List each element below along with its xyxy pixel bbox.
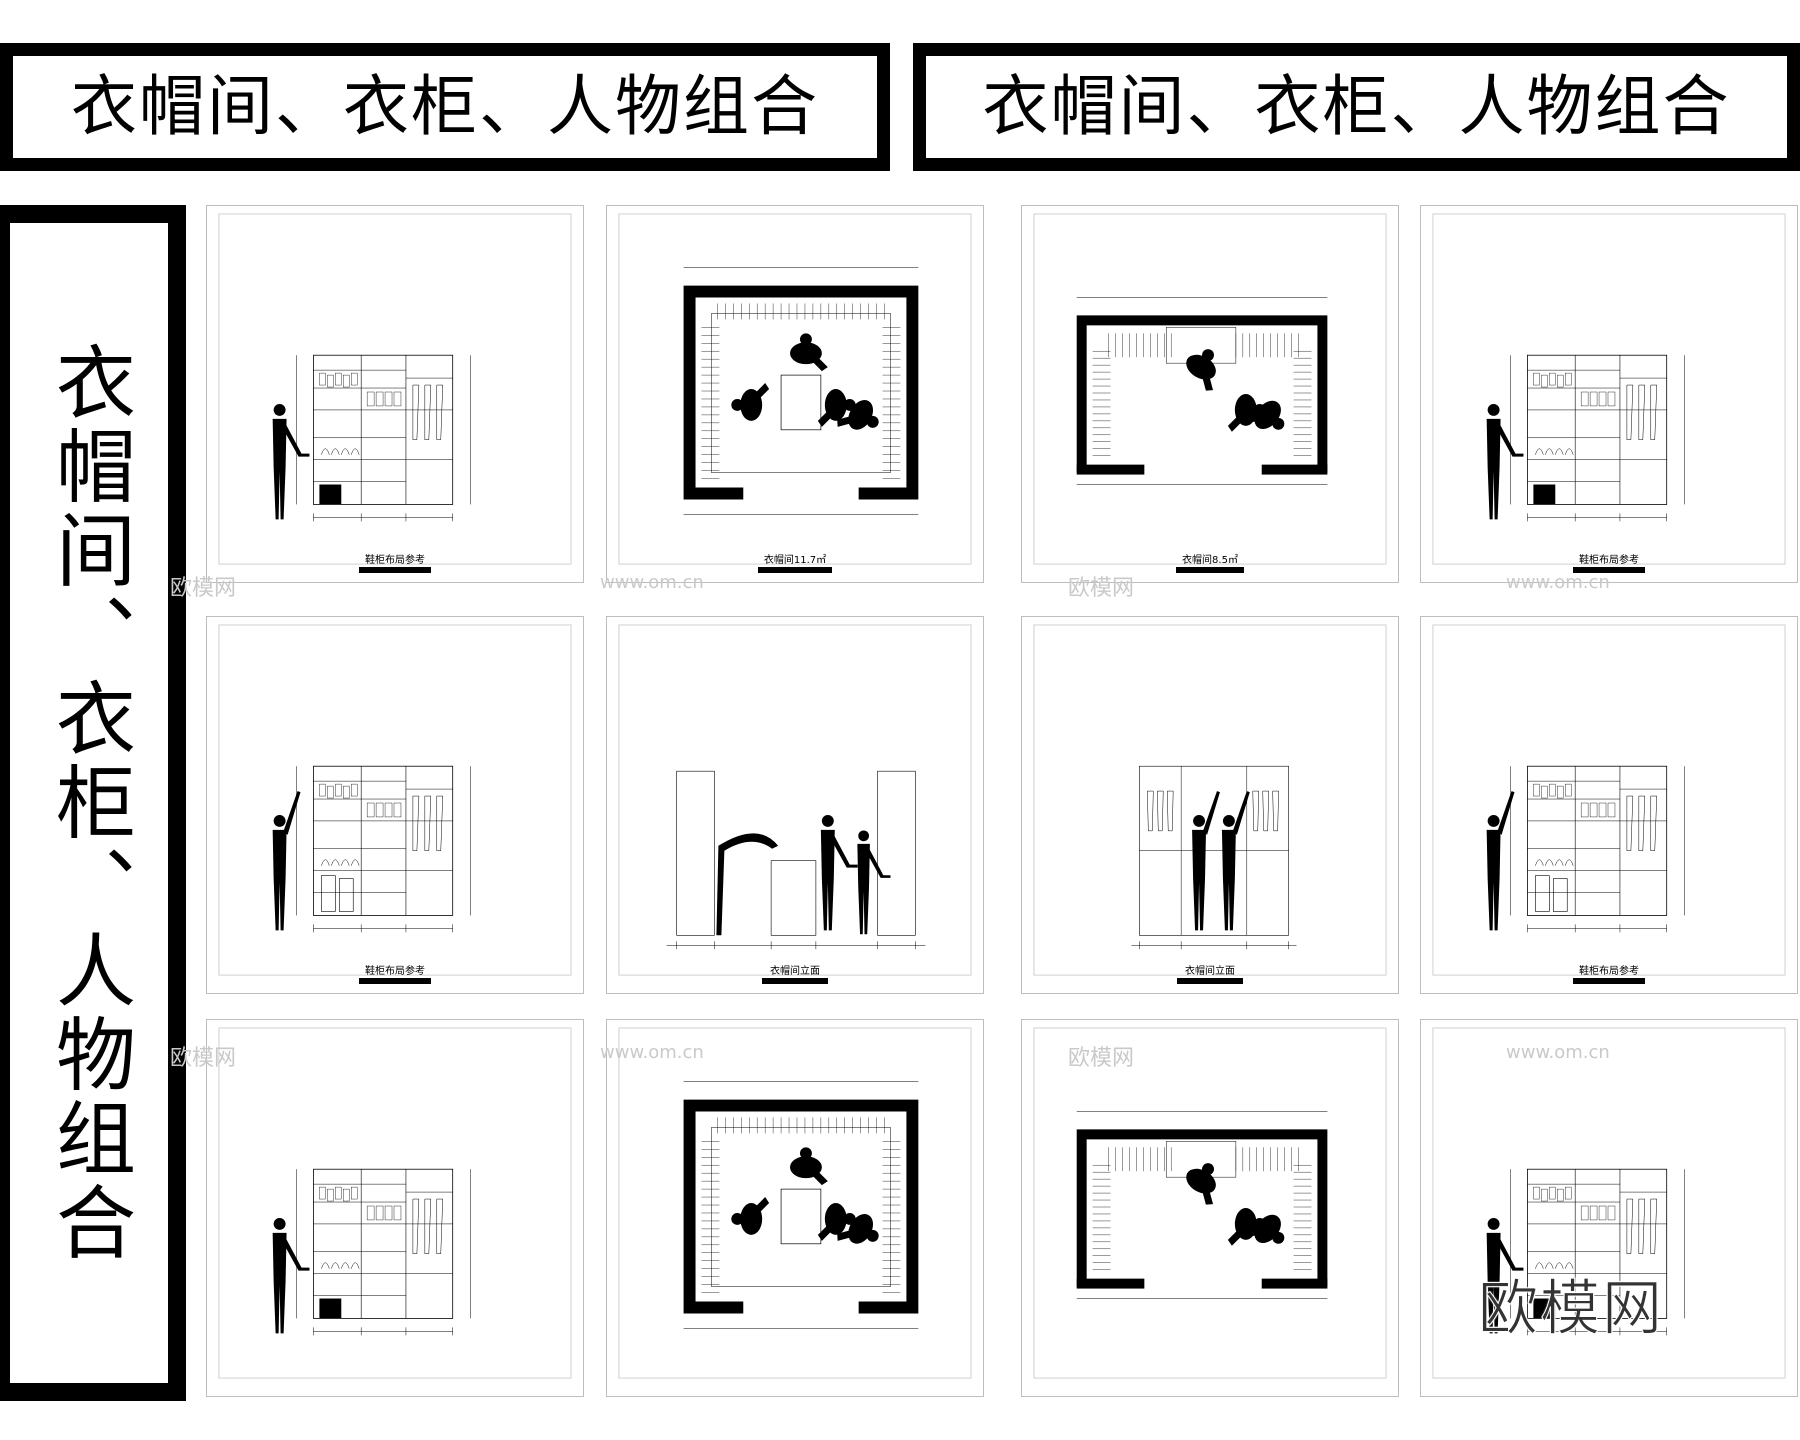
drawing-panel-plan	[606, 1019, 984, 1397]
drawing-panel-cabinet: 鞋柜布局参考	[206, 205, 584, 583]
panel-caption: 鞋柜布局参考	[207, 548, 583, 573]
cad-drawing	[1432, 1027, 1786, 1379]
drawing-panel-plan: 衣帽间8.5㎡	[1021, 205, 1399, 583]
cad-drawing	[218, 213, 572, 565]
panel-caption: 衣帽间11.7㎡	[607, 548, 983, 573]
title-banner-right: 衣帽间、衣柜、人物组合	[913, 43, 1800, 171]
drawing-panel-elevation: 衣帽间立面	[606, 616, 984, 994]
drawing-panel-cabinet: 鞋柜布局参考	[206, 616, 584, 994]
drawing-panel-elevation: 衣帽间立面	[1021, 616, 1399, 994]
cad-drawing	[618, 213, 972, 565]
side-title-text: 衣帽间、衣柜、人物组合	[43, 341, 136, 1265]
side-title-banner: 衣帽间、衣柜、人物组合	[0, 205, 186, 1401]
panel-caption-text: 鞋柜布局参考	[359, 554, 431, 573]
cad-drawing	[218, 624, 572, 976]
title-text: 衣帽间、衣柜、人物组合	[71, 68, 819, 145]
panel-caption: 衣帽间立面	[1022, 959, 1398, 984]
panel-caption-text: 鞋柜布局参考	[1573, 554, 1645, 573]
panel-caption: 鞋柜布局参考	[1421, 959, 1797, 984]
panel-caption-text: 衣帽间立面	[762, 965, 828, 984]
panel-caption: 鞋柜布局参考	[207, 959, 583, 984]
panel-caption-text: 鞋柜布局参考	[1573, 965, 1645, 984]
drawing-panel-cabinet: 鞋柜布局参考	[1420, 205, 1798, 583]
drawing-panel-cabinet	[1420, 1019, 1798, 1397]
cad-drawing	[1033, 1027, 1387, 1379]
brand-logo: 欧模网	[1478, 1274, 1664, 1345]
panel-caption-text: 衣帽间8.5㎡	[1176, 554, 1244, 573]
title-text: 衣帽间、衣柜、人物组合	[982, 68, 1731, 145]
drawing-panel-plan: 衣帽间11.7㎡	[606, 205, 984, 583]
panel-caption-text: 鞋柜布局参考	[359, 965, 431, 984]
cad-drawing	[1432, 213, 1786, 565]
cad-drawing	[1033, 624, 1387, 976]
cad-drawing	[218, 1027, 572, 1379]
title-banner-left: 衣帽间、衣柜、人物组合	[0, 43, 890, 171]
cad-drawing	[618, 624, 972, 976]
drawing-panel-cabinet: 鞋柜布局参考	[1420, 616, 1798, 994]
panel-caption-text: 衣帽间11.7㎡	[757, 554, 833, 573]
drawing-panel-cabinet	[206, 1019, 584, 1397]
panel-caption: 衣帽间8.5㎡	[1022, 548, 1398, 573]
panel-caption-text: 衣帽间立面	[1177, 965, 1243, 984]
panel-caption: 鞋柜布局参考	[1421, 548, 1797, 573]
cad-drawing	[1432, 624, 1786, 976]
cad-drawing	[1033, 213, 1387, 565]
cad-drawing	[618, 1027, 972, 1379]
drawing-panel-plan	[1021, 1019, 1399, 1397]
panel-caption: 衣帽间立面	[607, 959, 983, 984]
